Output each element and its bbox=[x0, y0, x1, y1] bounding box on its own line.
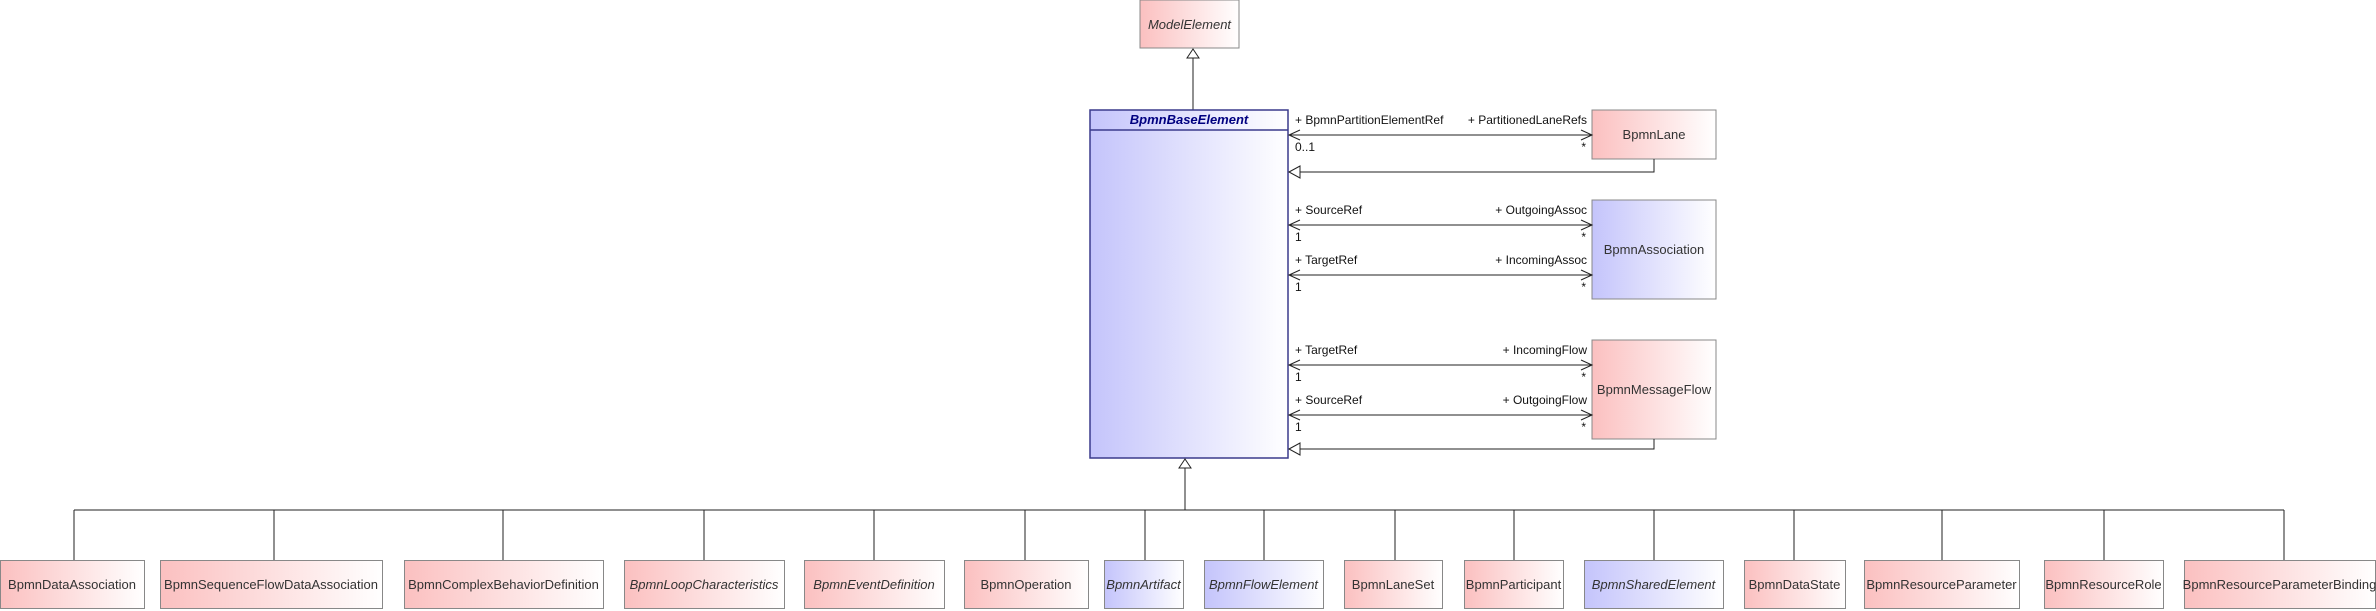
subclass-bpmn-event-definition[interactable]: BpmnEventDefinition bbox=[804, 560, 945, 609]
subclass-bpmn-participant[interactable]: BpmnParticipant bbox=[1464, 560, 1564, 609]
right-role: + IncomingFlow bbox=[1503, 343, 1588, 357]
subclass-bpmn-complex-behavior-definition[interactable]: BpmnComplexBehaviorDefinition bbox=[404, 560, 604, 609]
class-box bbox=[624, 560, 785, 609]
class-box bbox=[2044, 560, 2164, 609]
class-name: BpmnResourceParameterBinding bbox=[2183, 577, 2376, 592]
subclass-bpmn-artifact[interactable]: BpmnArtifact bbox=[1104, 560, 1184, 609]
subclass-bpmn-data-state[interactable]: BpmnDataState bbox=[1744, 560, 1846, 609]
class-name: BpmnComplexBehaviorDefinition bbox=[408, 577, 599, 592]
class-box bbox=[1344, 560, 1443, 609]
class-bpmn-association[interactable]: BpmnAssociation bbox=[1591, 199, 1717, 300]
class-box bbox=[1864, 560, 2020, 609]
left-role: + SourceRef bbox=[1295, 203, 1363, 217]
right-multiplicity: * bbox=[1581, 420, 1586, 434]
class-name: BpmnLane bbox=[1623, 127, 1686, 142]
generalization-message-flow bbox=[1287, 439, 1655, 456]
class-bpmn-message-flow[interactable]: BpmnMessageFlow bbox=[1591, 339, 1717, 440]
class-name: BpmnParticipant bbox=[1466, 577, 1562, 592]
class-box bbox=[160, 560, 383, 609]
class-model-element[interactable]: ModelElement bbox=[1139, 0, 1240, 49]
class-name: BpmnResourceParameter bbox=[1866, 577, 2017, 592]
class-box bbox=[0, 560, 145, 609]
class-name: BpmnDataAssociation bbox=[8, 577, 136, 592]
subclass-bpmn-resource-parameter-binding[interactable]: BpmnResourceParameterBinding bbox=[2183, 560, 2376, 609]
association-target-incoming-flow: + TargetRef + IncomingFlow 1 * bbox=[1287, 343, 1594, 384]
right-multiplicity: * bbox=[1581, 280, 1586, 294]
class-name: BpmnSequenceFlowDataAssociation bbox=[164, 577, 378, 592]
class-name: BpmnBaseElement bbox=[1130, 112, 1249, 127]
subclass-bpmn-flow-element[interactable]: BpmnFlowElement bbox=[1204, 560, 1324, 609]
class-name: BpmnAssociation bbox=[1604, 242, 1704, 257]
left-role: + TargetRef bbox=[1295, 253, 1358, 267]
class-name: BpmnDataState bbox=[1749, 577, 1841, 592]
class-name: BpmnEventDefinition bbox=[813, 577, 934, 592]
class-name: BpmnLaneSet bbox=[1352, 577, 1435, 592]
right-multiplicity: * bbox=[1581, 370, 1586, 384]
subclass-bpmn-operation[interactable]: BpmnOperation bbox=[964, 560, 1089, 609]
association-source-outgoing-flow: + SourceRef + OutgoingFlow 1 * bbox=[1287, 393, 1594, 434]
class-box bbox=[1744, 560, 1846, 609]
subclass-bpmn-shared-element[interactable]: BpmnSharedElement bbox=[1584, 560, 1724, 609]
class-name: ModelElement bbox=[1148, 17, 1232, 32]
class-bpmn-lane[interactable]: BpmnLane bbox=[1591, 109, 1717, 160]
class-box bbox=[1584, 560, 1724, 609]
class-name: BpmnResourceRole bbox=[2045, 577, 2161, 592]
left-multiplicity: 0..1 bbox=[1295, 140, 1315, 154]
generalization-lane bbox=[1287, 159, 1655, 179]
class-name: BpmnMessageFlow bbox=[1597, 382, 1712, 397]
class-box bbox=[964, 560, 1089, 609]
right-multiplicity: * bbox=[1581, 140, 1586, 154]
right-multiplicity: * bbox=[1581, 230, 1586, 244]
subclass-bpmn-data-association[interactable]: BpmnDataAssociation bbox=[0, 560, 145, 609]
subclass-row: BpmnDataAssociation BpmnSequenceFlowDataA… bbox=[0, 560, 2376, 609]
class-name: BpmnArtifact bbox=[1106, 577, 1182, 592]
association-target-incoming-assoc: + TargetRef + IncomingAssoc 1 * bbox=[1287, 253, 1594, 294]
generalization-to-model-element bbox=[1186, 48, 1200, 110]
subclass-bpmn-lane-set[interactable]: BpmnLaneSet bbox=[1344, 560, 1443, 609]
class-box bbox=[804, 560, 945, 609]
left-role: + TargetRef bbox=[1295, 343, 1358, 357]
left-role: + SourceRef bbox=[1295, 393, 1363, 407]
left-multiplicity: 1 bbox=[1295, 280, 1302, 294]
class-box bbox=[2184, 560, 2376, 609]
class-bpmn-base-element[interactable]: BpmnBaseElement bbox=[1089, 109, 1289, 459]
left-multiplicity: 1 bbox=[1295, 230, 1302, 244]
right-role: + IncomingAssoc bbox=[1495, 253, 1587, 267]
subclass-bpmn-loop-characteristics[interactable]: BpmnLoopCharacteristics bbox=[624, 560, 785, 609]
class-name: BpmnFlowElement bbox=[1209, 577, 1319, 592]
association-source-outgoing-assoc: + SourceRef + OutgoingAssoc 1 * bbox=[1287, 203, 1594, 244]
class-box bbox=[404, 560, 604, 609]
right-role: + PartitionedLaneRefs bbox=[1468, 113, 1587, 127]
class-name: BpmnOperation bbox=[980, 577, 1071, 592]
association-partition-lane: + BpmnPartitionElementRef + PartitionedL… bbox=[1287, 113, 1594, 154]
subclass-bpmn-resource-role[interactable]: BpmnResourceRole bbox=[2044, 560, 2164, 609]
subclass-bpmn-resource-parameter[interactable]: BpmnResourceParameter bbox=[1864, 560, 2020, 609]
right-role: + OutgoingAssoc bbox=[1495, 203, 1587, 217]
right-role: + OutgoingFlow bbox=[1503, 393, 1588, 407]
class-box bbox=[1464, 560, 1564, 609]
class-box bbox=[1204, 560, 1324, 609]
left-multiplicity: 1 bbox=[1295, 420, 1302, 434]
left-role: + BpmnPartitionElementRef bbox=[1295, 113, 1444, 127]
generalization-tree bbox=[73, 458, 2285, 560]
class-box bbox=[1104, 560, 1184, 609]
subclass-bpmn-sequence-flow-data-association[interactable]: BpmnSequenceFlowDataAssociation bbox=[160, 560, 383, 609]
class-name: BpmnSharedElement bbox=[1592, 577, 1717, 592]
left-multiplicity: 1 bbox=[1295, 370, 1302, 384]
class-name: BpmnLoopCharacteristics bbox=[630, 577, 779, 592]
